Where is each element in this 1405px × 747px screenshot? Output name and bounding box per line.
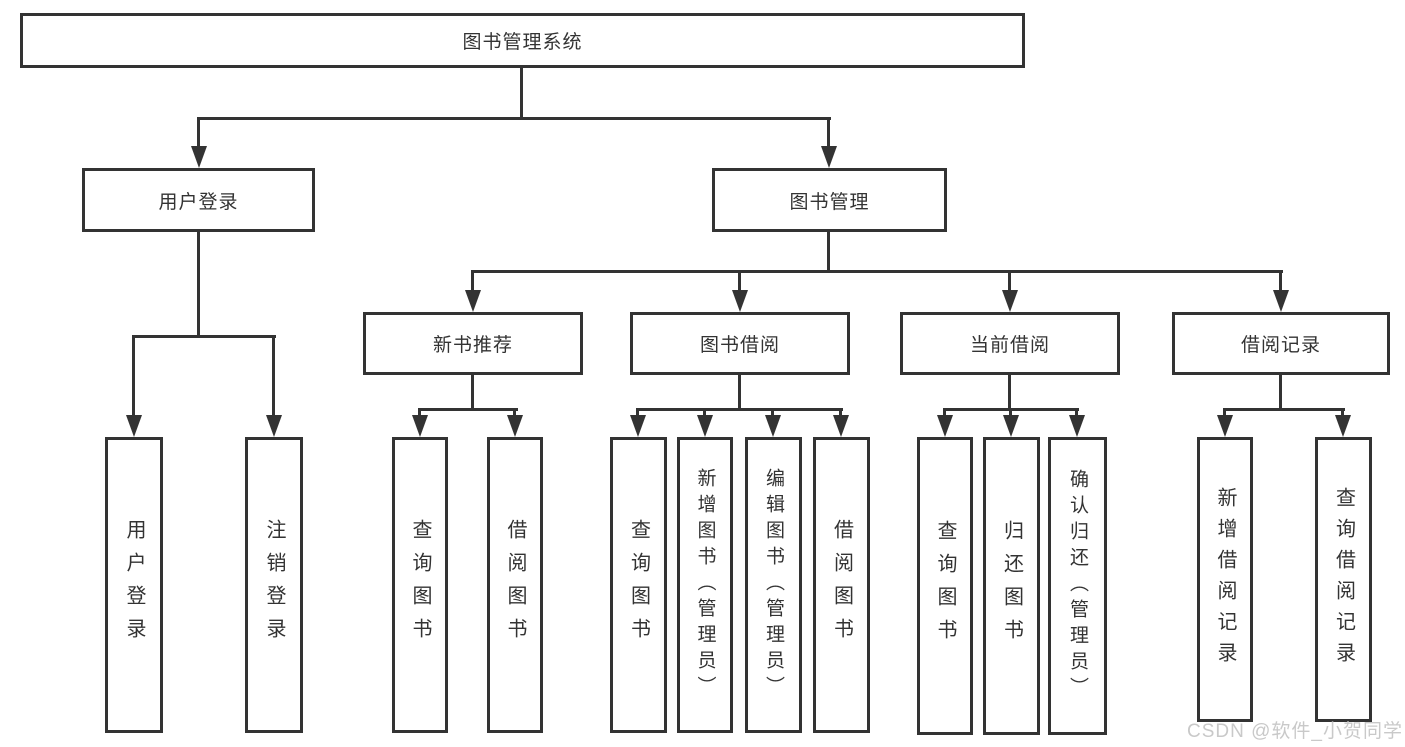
node-label: 查询图书 — [934, 520, 956, 652]
node-leaf-edit-book-admin: 编辑图书（管理员） — [745, 437, 802, 733]
node-leaf-add-borrow-record: 新增借阅记录 — [1197, 437, 1253, 722]
arrowhead-down-icon — [465, 290, 481, 312]
arrowhead-down-icon — [1003, 415, 1019, 437]
node-label: 查询图书 — [409, 519, 431, 651]
node-label: 新书推荐 — [432, 335, 513, 356]
connector-line — [738, 375, 741, 411]
connector-line — [636, 408, 639, 418]
node-label: 借阅图书 — [830, 519, 853, 651]
connector-line — [418, 408, 421, 418]
connector-line — [197, 232, 200, 338]
node-label: 当前借阅 — [969, 335, 1050, 356]
connector-line — [827, 232, 830, 273]
arrowhead-down-icon — [765, 415, 781, 437]
node-label: 确认归还（管理员） — [1067, 469, 1088, 703]
connector-line — [1223, 408, 1226, 418]
connector-line — [839, 408, 842, 418]
connector-line — [471, 270, 1283, 273]
node-leaf-borrow-books-1: 借阅图书 — [487, 437, 543, 733]
connector-line — [471, 270, 474, 292]
node-book-management: 图书管理 — [712, 168, 947, 232]
connector-line — [771, 408, 774, 418]
node-leaf-confirm-return-admin: 确认归还（管理员） — [1048, 437, 1107, 735]
connector-line — [197, 117, 200, 149]
connector-line — [520, 68, 523, 117]
connector-line — [132, 335, 135, 417]
node-leaf-query-borrow-record: 查询借阅记录 — [1315, 437, 1372, 722]
node-label: 图书借阅 — [699, 335, 780, 356]
node-label: 新增借阅记录 — [1214, 486, 1236, 673]
arrowhead-down-icon — [266, 415, 282, 437]
connector-line — [1279, 270, 1282, 292]
arrowhead-down-icon — [833, 415, 849, 437]
arrowhead-down-icon — [821, 146, 837, 168]
node-borrowing-records: 借阅记录 — [1172, 312, 1390, 375]
connector-line — [513, 408, 516, 418]
node-leaf-query-books-2: 查询图书 — [610, 437, 667, 733]
node-label: 注销登录 — [263, 519, 285, 651]
connector-line — [197, 117, 831, 120]
arrowhead-down-icon — [1217, 415, 1233, 437]
node-new-book-recommend: 新书推荐 — [363, 312, 583, 375]
arrowhead-down-icon — [732, 290, 748, 312]
node-label: 编辑图书（管理员） — [763, 468, 784, 702]
connector-line — [636, 408, 843, 411]
connector-line — [738, 270, 741, 292]
connector-line — [943, 408, 946, 418]
arrowhead-down-icon — [507, 415, 523, 437]
connector-line — [132, 335, 276, 338]
connector-line — [827, 117, 830, 149]
node-current-borrowing: 当前借阅 — [900, 312, 1120, 375]
connector-line — [1008, 270, 1011, 292]
node-library-system: 图书管理系统 — [20, 13, 1025, 68]
csdn-watermark: CSDN @软件_小贺同学 — [1187, 721, 1403, 742]
arrowhead-down-icon — [1069, 415, 1085, 437]
arrowhead-down-icon — [1335, 415, 1351, 437]
connector-line — [1008, 375, 1011, 411]
node-label: 借阅图书 — [504, 519, 526, 651]
node-book-borrowing: 图书借阅 — [630, 312, 850, 375]
arrowhead-down-icon — [191, 146, 207, 168]
arrowhead-down-icon — [1273, 290, 1289, 312]
node-leaf-query-books-1: 查询图书 — [392, 437, 448, 733]
node-leaf-logout: 注销登录 — [245, 437, 303, 733]
node-label: 新增图书（管理员） — [694, 468, 716, 702]
arrowhead-down-icon — [412, 415, 428, 437]
connector-line — [1223, 408, 1345, 411]
node-leaf-return-book: 归还图书 — [983, 437, 1040, 735]
arrowhead-down-icon — [630, 415, 646, 437]
connector-line — [1341, 408, 1344, 418]
node-leaf-query-books-3: 查询图书 — [917, 437, 973, 735]
node-leaf-borrow-books-2: 借阅图书 — [813, 437, 870, 733]
node-label: 查询借阅记录 — [1332, 486, 1355, 673]
node-label: 图书管理系统 — [462, 32, 583, 53]
node-label: 归还图书 — [1000, 520, 1023, 652]
arrowhead-down-icon — [126, 415, 142, 437]
connector-line — [1279, 375, 1282, 411]
node-label: 借阅记录 — [1240, 335, 1321, 356]
connector-line — [272, 335, 275, 417]
node-label: 图书管理 — [789, 191, 870, 213]
node-leaf-user-login: 用户登录 — [105, 437, 163, 733]
node-label: 用户登录 — [158, 191, 239, 213]
connector-line — [471, 375, 474, 411]
node-leaf-add-book-admin: 新增图书（管理员） — [677, 437, 733, 733]
node-label: 用户登录 — [123, 519, 145, 651]
arrowhead-down-icon — [937, 415, 953, 437]
node-label: 查询图书 — [627, 519, 650, 651]
node-user-login: 用户登录 — [82, 168, 315, 232]
connector-line — [1009, 408, 1012, 418]
arrowhead-down-icon — [1002, 290, 1018, 312]
connector-line — [418, 408, 518, 411]
connector-line — [703, 408, 706, 418]
connector-line — [1075, 408, 1078, 418]
arrowhead-down-icon — [697, 415, 713, 437]
